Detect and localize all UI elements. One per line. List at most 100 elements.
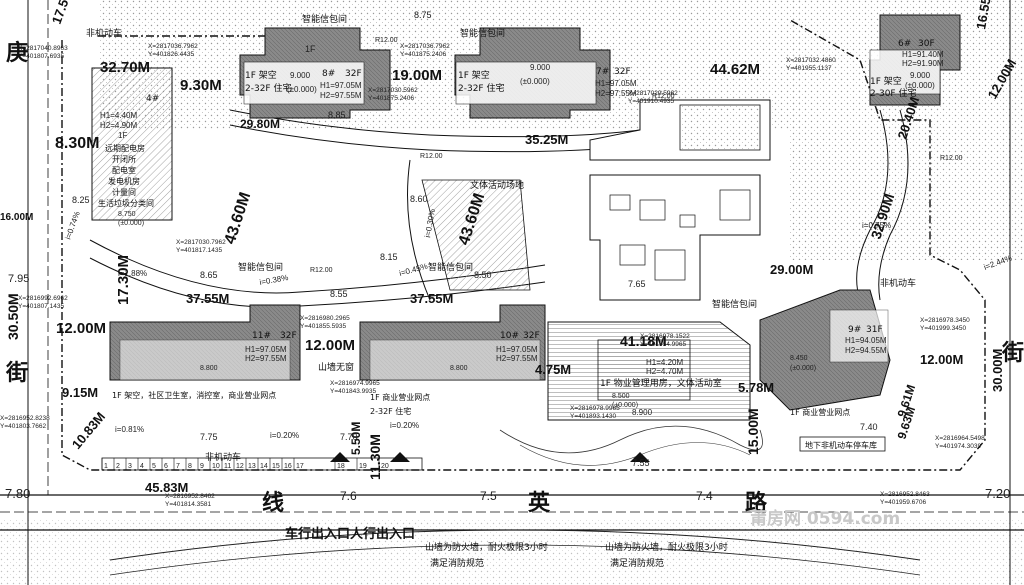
building-4-id: 4# [146,94,159,104]
parking-number: 10 [212,463,220,470]
internal-road [856,109,889,301]
dimension-label: 17.30M [115,255,132,305]
coordinate-label: Y=401817.1435 [176,247,222,254]
building-7-h1: H1=97.05M [595,79,637,88]
radius-label: R12.00 [310,267,333,274]
dimension-label: 15.00M [745,408,761,455]
dimension-label: 30.50M [5,293,21,340]
coordinate-label: Y=401843.9935 [330,388,376,395]
parking-number: 14 [260,463,268,470]
dimension-label: 19.00M [392,67,442,84]
dimension-label: 35.25M [525,132,568,147]
parking-number: 11 [224,463,231,470]
slope-label: i=0.20% [270,431,299,440]
elevation-label: 7.65 [628,279,646,289]
building-10-elev: 8.800 [450,365,468,372]
smart-mailbox-label: 智能信包间 [712,298,757,310]
parking-number: 13 [248,463,256,470]
dimension-label: 37.55M [186,291,229,306]
coordinate-label: X=2816978.3450 [920,317,970,324]
smart-mailbox-label: 智能信包间 [238,261,283,273]
coordinate-label: X=2816952.8463 [880,491,930,498]
building-10 [359,304,546,381]
radius-label: R12.00 [652,93,675,100]
underground-bike-label: 地下非机动车停车库 [805,440,877,450]
dimension-label: 9.30M [180,77,222,94]
building-9 [759,289,891,411]
elevation-label: 8.900 [632,408,653,417]
building-10-top-floor: 32F [523,331,540,341]
shop-label-11: 1F 架空，社区卫生室，消控室，商业营业网点 [112,390,276,400]
coordinate-label: X=2817029.5962 [628,90,678,97]
slope-label: i=0.75% [862,221,891,230]
elevation-label: 8.65 [200,270,218,280]
elevation-label: 8.15 [380,252,398,262]
central-complex [589,99,771,301]
elevation-label: 7.80 [5,486,30,501]
street-label-south-2: 英 [528,491,551,516]
elevation-label: 8.25 [72,195,90,205]
elevation-label: 7.20 [985,486,1010,501]
mountain-wall-label: 山墙无窗 [318,361,354,373]
parking-number: 9 [200,463,204,470]
coordinate-label: X=2816964.5498 [935,435,985,442]
site-boundary [61,19,986,471]
building-4-top-floor: 1F [118,131,127,140]
building-7-zero: (±0.000) [520,77,550,86]
coordinate-label: X=2817036.7962 [400,43,450,50]
parking-strip [101,457,423,471]
coordinate-label: X=2816978.1522 [640,333,690,340]
culture-area-label: 文体活动场地 [470,179,524,191]
slope-label: i=0.81% [115,425,144,434]
smart-mailbox-label: 智能信包间 [460,27,505,39]
dimension-label: 16.00M [0,212,33,223]
parking-number: 1 [104,463,108,470]
building-6 [869,14,961,106]
internal-road [878,109,909,301]
building-7-top-floor: 32F [614,67,631,77]
building-4-h1: H1=4.40M [100,111,137,120]
bike-parking-label: 非机动车 [205,451,241,463]
property-zero: (±0.000) [612,402,638,409]
building-7 [454,27,611,119]
street-label-east: 街 [1001,340,1024,366]
building-4-func-3: 配电室 [112,165,136,175]
building-8-h2: H2=97.55M [320,91,362,100]
building-4-func-1: 远期配电房 [105,143,145,153]
parking-number: 20 [381,463,389,470]
smart-mailbox-label: 智能信包间 [428,261,473,273]
coordinate-label: Y=401999.3450 [920,325,966,332]
building-4-func-6: 生活垃圾分类间 [98,198,154,208]
building-6-elev: 9.000 [910,71,931,80]
building-6-id: 6# [898,39,911,49]
smart-mailbox-label: 智能信包间 [302,13,347,25]
dimension-label: 12.00M [920,352,963,367]
elevation-label: 7.70 [340,432,358,442]
parking-number: 8 [188,463,192,470]
building-9-id: 9# [848,325,861,335]
culture-activity-area [421,179,531,291]
building-7-elev: 9.000 [530,63,551,72]
street-label-west-bottom: 街 [5,360,28,386]
building-11-id: 11# [252,331,271,341]
coordinate-label: Y=401803.7662 [0,423,46,430]
coordinate-label: X=2816974.9965 [330,380,380,387]
coordinate-label: Y=401875.2406 [368,95,414,102]
dimension-label: 9.15M [62,385,98,400]
underground-bike-box [799,436,886,452]
building-6-h1: H1=91.40M [902,50,944,59]
building-6-floors: 1F 架空 [870,75,902,87]
dimension-label: 45.83M [145,480,188,495]
coordinate-label: X=2817032.4860 [786,57,836,64]
elevation-label: 7.55 [632,458,650,468]
elevation-label: 8.85 [328,110,346,120]
landscape-curve [499,425,763,454]
building-10-h1: H1=97.05M [496,345,538,354]
elevation-label: 8.75 [414,10,432,20]
street-label-south-1: 线 [262,490,284,516]
building-8-floors: 1F 架空 [245,69,277,81]
radius-label: R12.00 [420,153,443,160]
elevation-label: 8.50 [474,270,492,280]
property-h2: H2=4.70M [646,367,683,376]
entrance-label: 车行出入口人行出入口 [285,526,415,542]
